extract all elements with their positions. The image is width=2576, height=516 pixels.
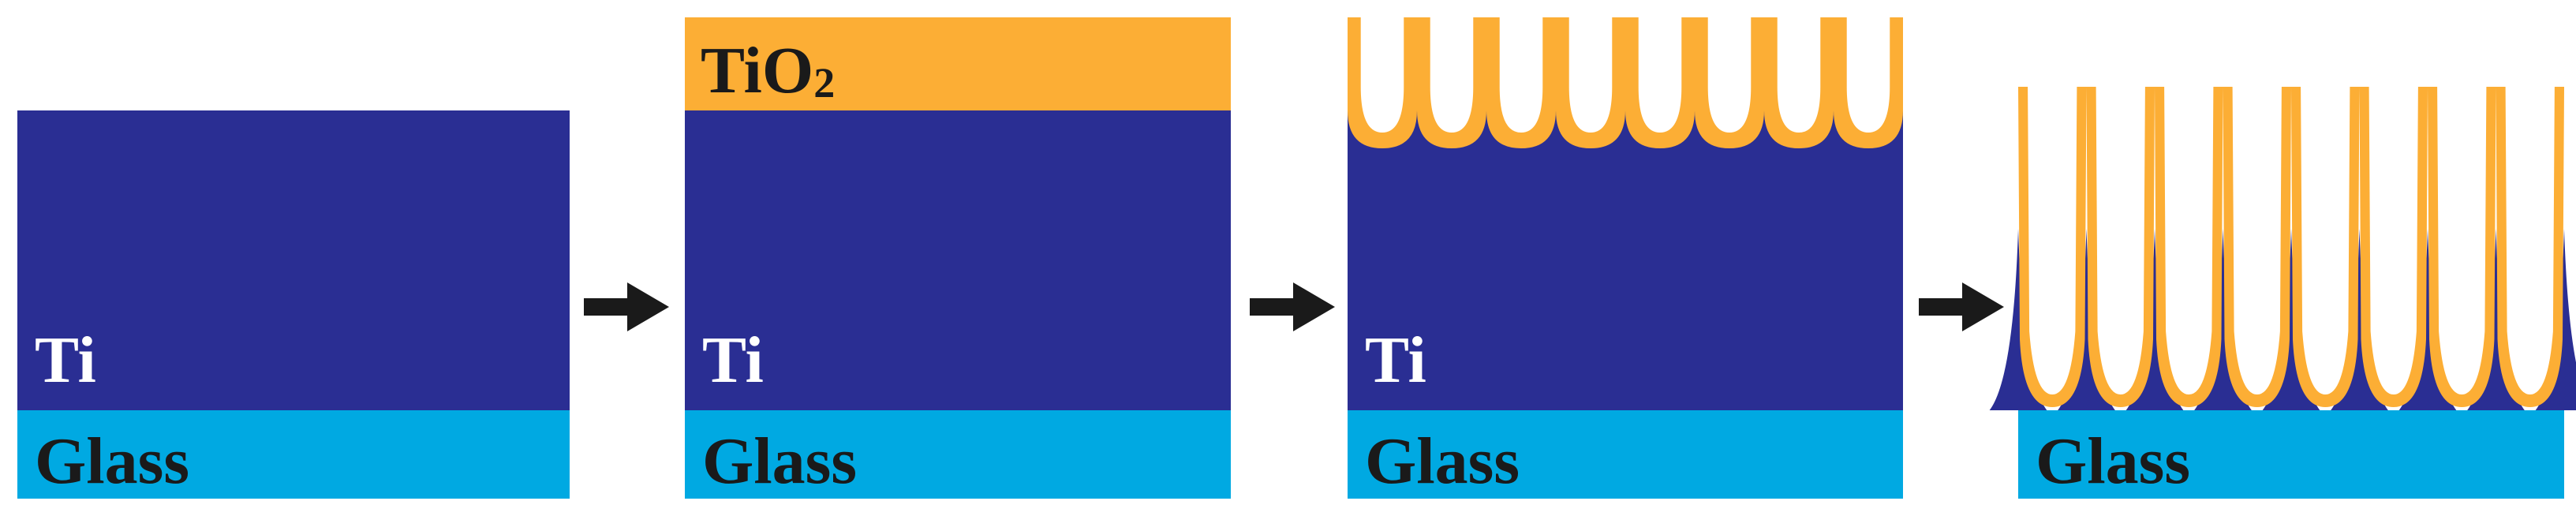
glass-label: Glass [35,424,189,498]
ti-remnant [2331,229,2388,410]
stage-4-nanotube-array: Glass [1989,87,2576,499]
right-arrow-icon [1250,282,1335,331]
tio2-nanotube [2428,87,2496,407]
ti-remnant [2535,229,2576,410]
tio2-nanotube [2291,87,2360,407]
tio2-label-subscript: 2 [813,59,835,107]
ti-remnant [1989,229,2047,410]
stage-1-ti-on-glass: Ti Glass [17,110,570,499]
tio2-label: TiO2 [701,34,835,107]
tio2-label-base: TiO [701,34,813,107]
stage-3-pore-initiation: Ti Glass [1348,17,1903,499]
tio2-nanotube [2155,87,2223,407]
ti-label: Ti [1365,323,1426,397]
ti-layer [17,110,570,410]
nanotube-array [1989,87,2576,410]
glass-substrate [2018,410,2564,499]
ti-remnant [2194,229,2252,410]
glass-substrate [685,410,1231,499]
ti-layer [1348,110,1903,410]
pore-opening [1777,17,1821,133]
ti-remnant [2125,229,2184,410]
glass-label: Glass [2036,424,2190,498]
ti-remnant [2467,229,2525,410]
ti-label: Ti [702,323,764,397]
ti-remnant [2262,229,2320,410]
pore-opening [1360,17,1404,133]
pore-opening [1846,17,1890,133]
ti-layer [685,110,1231,410]
pore-opening [1638,17,1682,133]
tio2-nanotube [2359,87,2428,407]
pore-opening [1499,17,1543,133]
tio2-nanotube [2223,87,2291,407]
glass-substrate [1348,410,1903,499]
pore-opening [1430,17,1474,133]
stage-2-tio2-layer: TiO2 Ti Glass [685,17,1231,499]
tio2-nanotube [2496,87,2564,407]
ti-remnant [2058,229,2115,410]
pore-opening [1568,17,1613,133]
pore-opening [1707,17,1752,133]
ti-label: Ti [35,323,96,397]
tio2-nanotube [2086,87,2155,407]
glass-label: Glass [702,424,857,498]
right-arrow-icon [1919,282,2004,331]
right-arrow-icon [584,282,669,331]
tio2-nanotube [2018,87,2087,407]
pore-array [1348,17,1903,148]
tio2-layer [685,17,1231,110]
glass-substrate [17,410,570,499]
ti-remnant [2398,229,2457,410]
glass-label: Glass [1365,424,1520,498]
